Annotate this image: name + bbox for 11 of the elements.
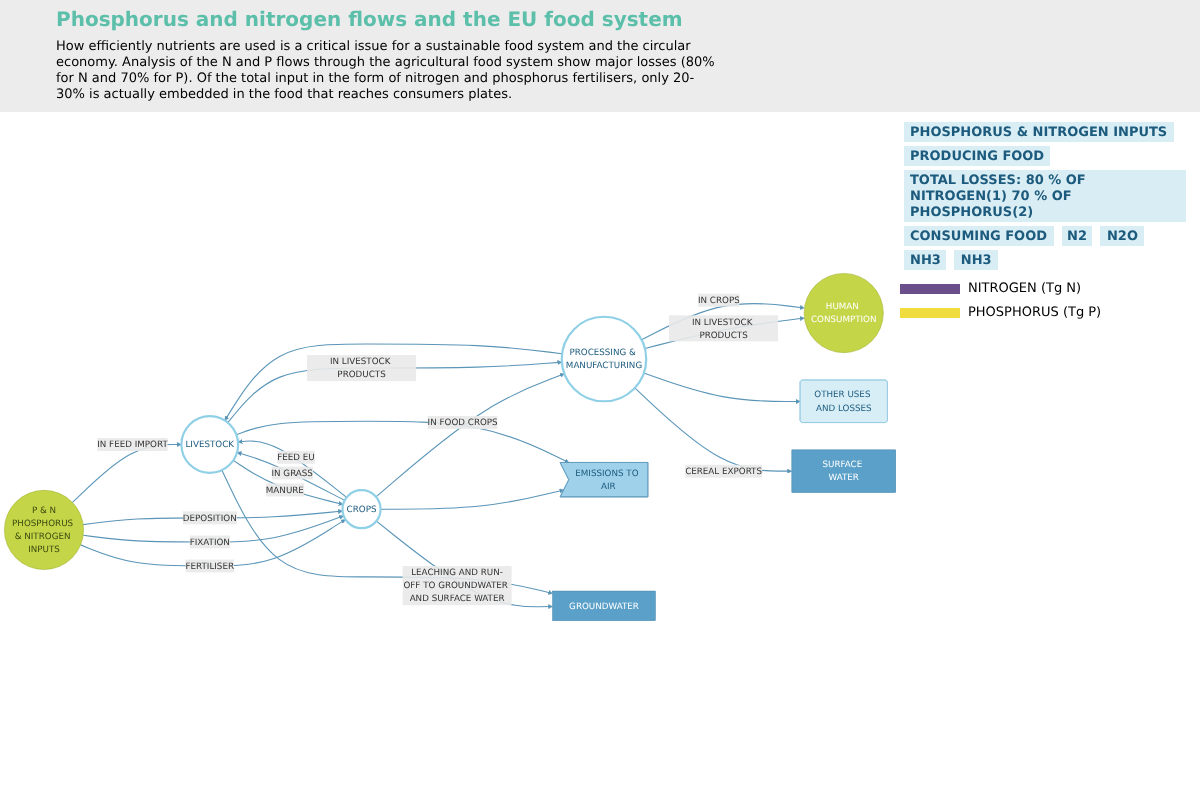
title: Phosphorus and nitrogen flows and the EU food system xyxy=(56,10,685,32)
arrow xyxy=(380,488,565,510)
arrow xyxy=(236,451,346,501)
arrow xyxy=(82,509,343,526)
arrow xyxy=(224,343,563,421)
arrow xyxy=(237,439,348,498)
arrow xyxy=(232,459,344,506)
arrow xyxy=(375,520,553,609)
arrow xyxy=(375,373,565,498)
arrow xyxy=(80,519,346,567)
arrow xyxy=(643,372,801,404)
